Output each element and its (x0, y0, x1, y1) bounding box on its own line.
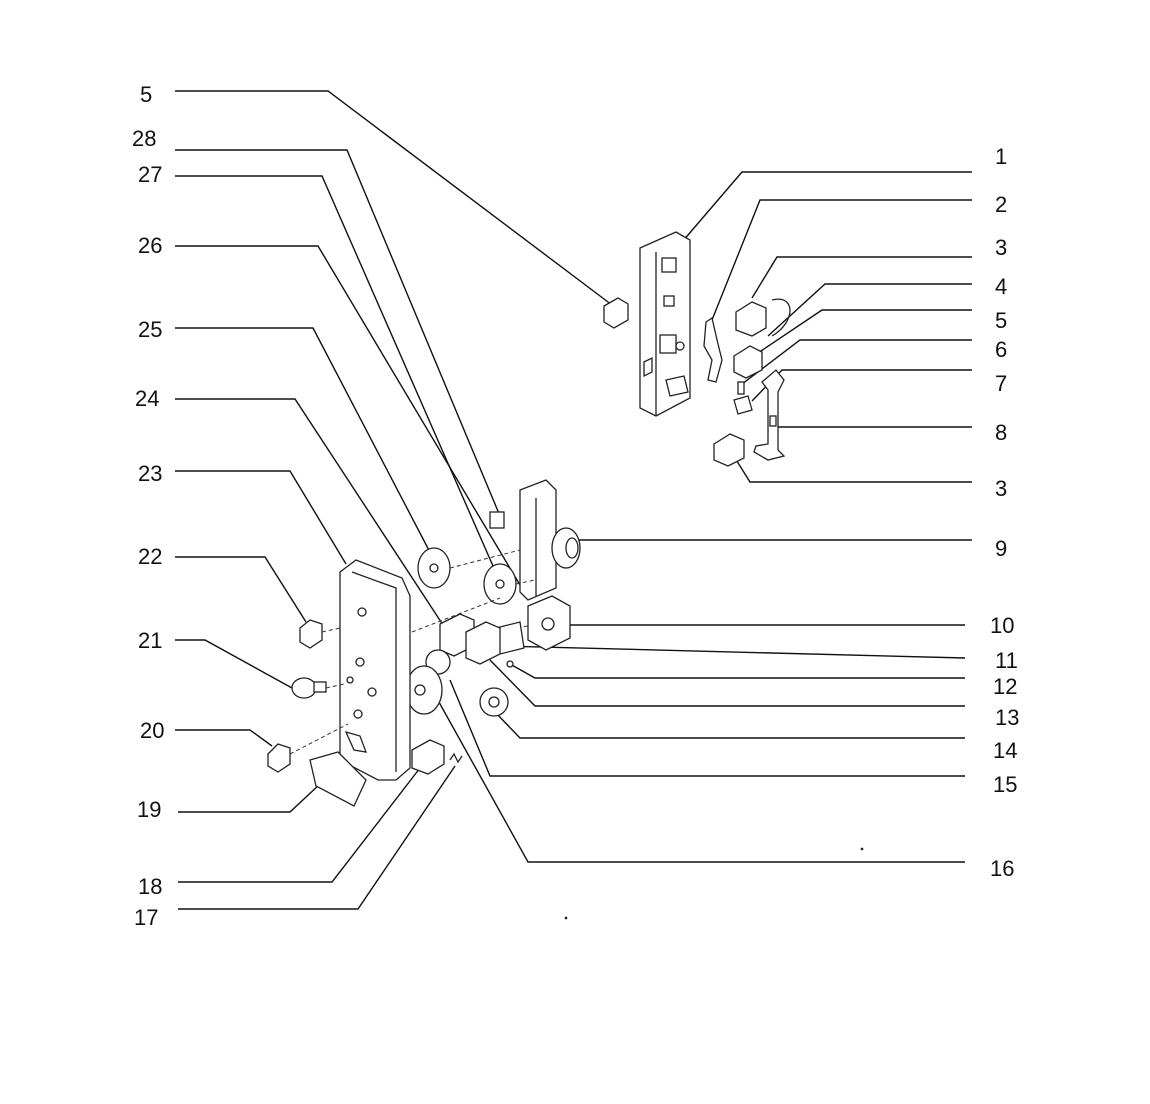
part-25-disc (417, 547, 451, 589)
part-16-disc (405, 665, 443, 715)
part-2-lever (703, 316, 723, 383)
callout-24: 24 (135, 386, 159, 411)
leader-17 (178, 765, 456, 910)
callout-27: 27 (138, 162, 162, 187)
callout-26: 26 (138, 233, 162, 258)
leader-18 (178, 767, 421, 883)
callout-12: 12 (993, 674, 1017, 699)
leader-13 (489, 659, 965, 707)
part-13-double-switch (439, 613, 501, 665)
callout-5-left: 5 (140, 82, 152, 107)
callout-7: 7 (995, 371, 1007, 396)
leader-4 (767, 283, 972, 337)
part-26-disc (483, 563, 517, 605)
leader-15 (449, 679, 965, 777)
part-9-center-bracket (519, 479, 581, 601)
part-1-upper-bracket (639, 231, 691, 417)
leader-21 (175, 639, 293, 689)
callout-10: 10 (990, 613, 1014, 638)
part-12-screw (506, 660, 514, 668)
callout-2: 2 (995, 192, 1007, 217)
callout-6: 6 (995, 337, 1007, 362)
part-7-clip (733, 395, 753, 415)
leader-3-upper (751, 256, 972, 299)
callout-15: 15 (993, 772, 1017, 797)
callout-20: 20 (140, 718, 164, 743)
leader-28 (175, 149, 501, 517)
part-19-tray (309, 751, 367, 807)
leader-11 (501, 645, 966, 659)
callout-14: 14 (993, 738, 1017, 763)
leader-25 (175, 327, 434, 559)
part-14-gear (479, 687, 509, 717)
leader-1 (681, 171, 972, 243)
callout-5-right: 5 (995, 308, 1007, 333)
part-6-pin (737, 381, 745, 395)
leader-19 (178, 783, 321, 813)
leader-2 (711, 199, 972, 321)
part-28-block (489, 511, 505, 529)
part-20-knob (267, 723, 349, 773)
leader-26 (175, 245, 521, 586)
callout-19: 19 (137, 797, 161, 822)
callout-16: 16 (990, 856, 1014, 881)
callout-3-lower: 3 (995, 476, 1007, 501)
callout-18: 18 (138, 874, 162, 899)
callout-22: 22 (138, 544, 162, 569)
part-5-switch-right (733, 345, 763, 379)
leader-20 (175, 729, 273, 747)
callout-13: 13 (995, 705, 1019, 730)
leader-5-right (751, 309, 972, 358)
leader-23 (175, 470, 347, 565)
part-23-front-panel (339, 559, 411, 781)
callout-1: 1 (995, 144, 1007, 169)
leader-7 (751, 369, 972, 402)
part-21-knob (291, 677, 345, 699)
part-18-switch (411, 739, 445, 775)
callout-4: 4 (995, 274, 1007, 299)
leader-3-lower (734, 457, 972, 483)
leader-5-left (175, 90, 613, 306)
callout-8: 8 (995, 420, 1007, 445)
callout-21: 21 (138, 628, 162, 653)
alignment-lines (411, 549, 536, 633)
part-3-switch-upper (735, 301, 767, 337)
leader-24 (175, 398, 446, 629)
leader-14 (494, 711, 965, 739)
part-8-bracket (753, 369, 786, 461)
part-3-switch-lower (713, 433, 745, 467)
callout-17: 17 (134, 905, 158, 930)
leader-12 (509, 663, 965, 679)
part-22-knob (299, 619, 341, 649)
part-17-spring (449, 752, 463, 764)
part-10-motor (509, 595, 571, 651)
speck (564, 916, 568, 920)
callout-23: 23 (138, 461, 162, 486)
part-4-wire (771, 298, 791, 337)
callout-28: 28 (132, 126, 156, 151)
callout-25: 25 (138, 317, 162, 342)
leader-22 (175, 556, 307, 623)
callout-9: 9 (995, 536, 1007, 561)
leader-27 (175, 175, 501, 583)
leader-lines-left (175, 90, 613, 910)
callout-3-upper: 3 (995, 235, 1007, 260)
speck (860, 847, 864, 851)
leader-16 (419, 667, 965, 863)
part-5-switch-left (603, 297, 629, 329)
callout-11: 11 (995, 648, 1018, 673)
leader-lines-right (419, 171, 972, 863)
